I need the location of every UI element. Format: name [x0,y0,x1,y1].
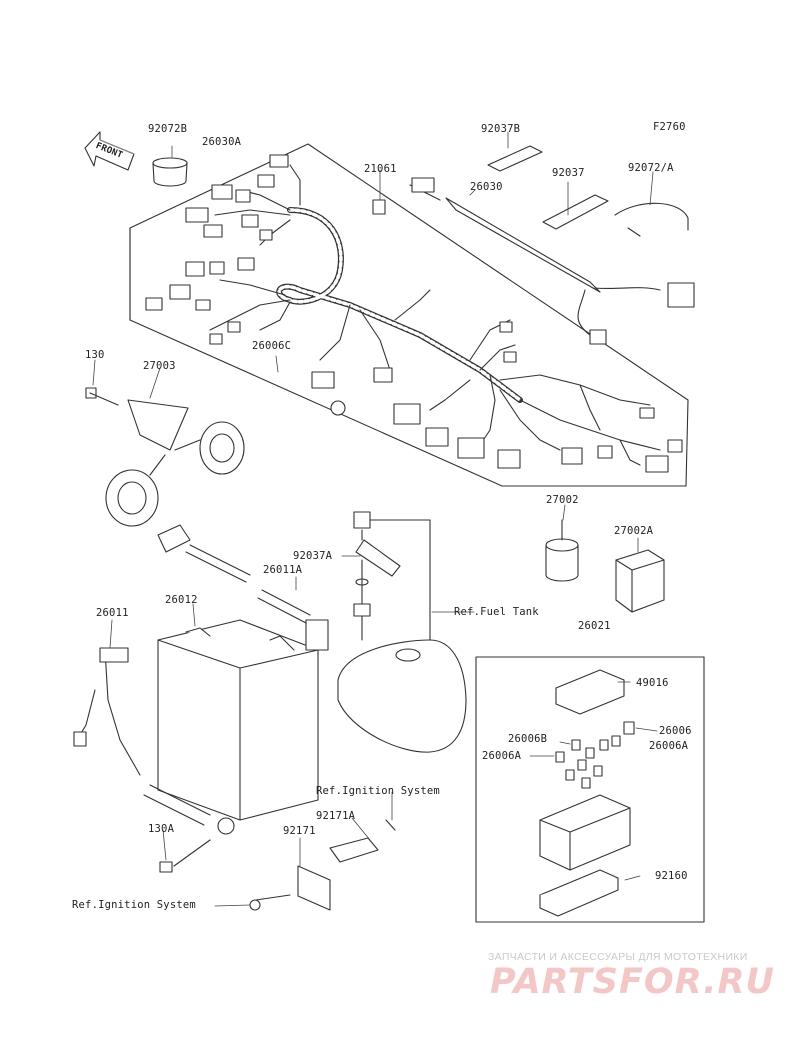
part-label-92037a[interactable]: 92037A [293,550,333,562]
battery-26012 [157,619,319,821]
cable-26011a [157,524,329,651]
part-label-26012[interactable]: 26012 [165,594,198,606]
part-label-92160[interactable]: 92160 [655,870,688,882]
front-arrow-icon [84,131,135,171]
part-label-26011[interactable]: 26011 [96,607,129,619]
part-label-26021[interactable]: 26021 [578,620,611,632]
cable-26011 [73,647,235,835]
part-label-26006[interactable]: 26006 [659,725,692,737]
watermark-logo: PARTSFOR.RU [490,962,775,1002]
band-92072b [152,157,188,187]
fuse-box-frame [475,656,705,923]
part-label-27002a[interactable]: 27002A [614,525,654,537]
part-label-26006c[interactable]: 26006C [252,340,292,352]
part-label-130a[interactable]: 130A [148,823,175,835]
connector-cluster-upper [185,154,289,241]
part-21061 [372,199,386,215]
part-label-26006a-right[interactable]: 26006A [649,740,689,752]
part-label-92072-a[interactable]: 92072/A [628,162,674,174]
part-label-26030a[interactable]: 26030A [202,136,242,148]
bolt-130a [159,839,211,873]
bracket-92171a [329,819,396,863]
relay-27002a [615,549,665,613]
part-label-26030[interactable]: 26030 [470,181,503,193]
main-harness-coil [209,164,661,466]
part-label-27002[interactable]: 27002 [546,494,579,506]
part-label-92037[interactable]: 92037 [552,167,585,179]
strap-92037b [487,145,543,172]
part-label-130[interactable]: 130 [85,349,105,361]
part-label-92171a[interactable]: 92171A [316,810,356,822]
watermark-tagline: ЗАПЧАСТИ И АКСЕССУАРЫ ДЛЯ МОТОТЕХНИКИ [488,951,748,963]
strap-92037 [542,194,609,230]
connector-cluster-middle [145,257,255,345]
part-label-92171[interactable]: 92171 [283,825,316,837]
fuse-cluster [555,721,635,789]
horn-27003 [85,387,245,527]
figure-code: F2760 [653,121,686,133]
bracket-92171 [255,865,331,911]
relay-27002 [545,519,579,582]
ref-fuel-tank[interactable]: Ref.Fuel Tank [454,606,539,618]
part-label-49016[interactable]: 49016 [636,677,669,689]
part-label-92072b[interactable]: 92072B [148,123,188,135]
part-label-27003[interactable]: 27003 [143,360,176,372]
sub-harness-26030 [409,177,695,345]
part-label-21061[interactable]: 21061 [364,163,397,175]
tie-92072a [614,202,689,237]
part-label-26006b[interactable]: 26006B [508,733,548,745]
ref-ignition-system-upper[interactable]: Ref.Ignition System [316,785,440,797]
nut-stack-92037a [353,511,431,651]
part-label-26006a-left[interactable]: 26006A [482,750,522,762]
fuse-cover-49016 [555,669,625,715]
part-label-26011a[interactable]: 26011A [263,564,303,576]
fuel-tank [337,639,467,753]
part-label-92037b[interactable]: 92037B [481,123,521,135]
fuse-block-92160 [539,794,631,917]
connector-cluster-lower [311,321,683,473]
ref-ignition-system-lower[interactable]: Ref.Ignition System [72,899,196,911]
